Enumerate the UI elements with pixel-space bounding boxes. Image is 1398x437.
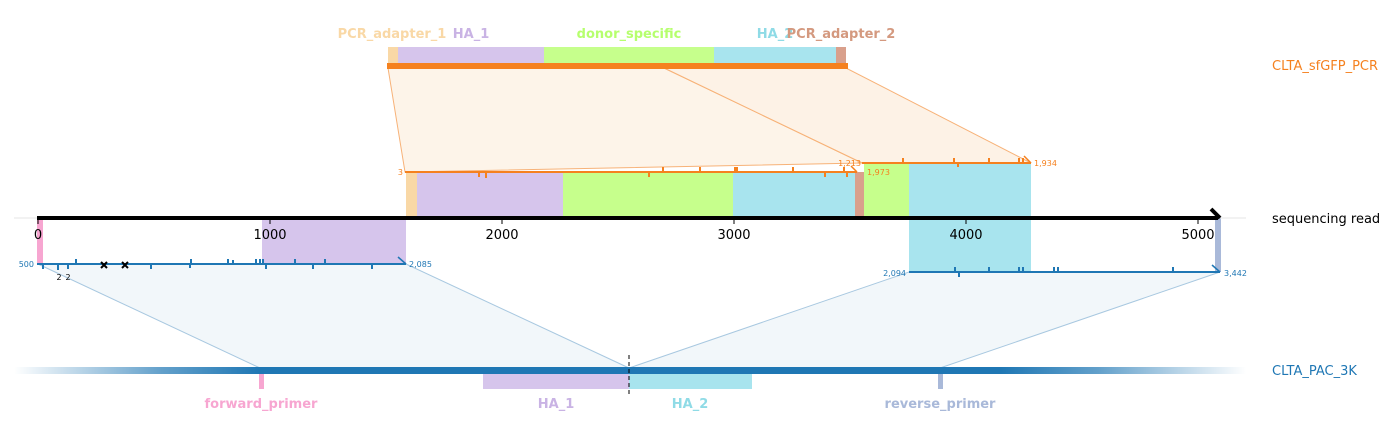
genome-to-read-connector-1 [37,263,630,369]
read-feature-pcr-adapter-1 [406,172,417,218]
read-feature-pcr-adapter-2 [855,172,864,218]
genome-small-label: 2 [56,273,61,282]
pcr-alignment-segment-1-arrow [850,165,858,173]
read-feature-donor-specific [563,172,733,218]
genome-reference-bar [14,367,1246,374]
read-feature-ha-2-a [733,172,855,218]
read-axis-tick-label: 1000 [253,228,286,243]
reference-label-read: sequencing read [1272,212,1380,227]
read-axis-tick-label: 0 [34,228,42,243]
genome-alignment-segment-2-arrow [1211,264,1221,273]
read-axis-tick-label: 3000 [717,228,750,243]
pcr-alignment-segment-2-arrow [1023,155,1032,164]
genome-to-read-connector-2 [628,271,1221,369]
bottom-feature-label-forward-primer: forward_primer [205,397,319,412]
reference-label-genome: CLTA_PAC_3K [1272,364,1357,379]
top-feature-label-pcr-adapter-2: PCR_adapter_2 [787,27,896,42]
bottom-feature-label-ha-2: HA_2 [672,397,709,412]
genome-seg2-start-label: 2,094 [883,269,906,278]
genome-alignment-segment-1-arrow [397,256,407,265]
genome-feature-forward-primer [259,374,264,389]
pcr-seg1-end-label: 1,973 [867,168,890,177]
pcr-reference-bar [387,63,848,69]
genome-alignment-ticks [42,259,1174,277]
pcr-feature-block-ha-2 [714,47,836,63]
read-feature-ha-1 [417,172,563,218]
pcr-seg2-end-label: 1,934 [1034,159,1057,168]
deletion-mark-icon [100,261,108,269]
read-axis-ticks [37,218,1199,224]
deletion-mark-icon [121,261,129,269]
pcr-feature-block-ha-1 [398,47,544,63]
genome-feature-reverse-primer [938,374,943,389]
pcr-feature-block-pcr-adapter-2 [836,47,846,63]
genome-seg1-start-label: 500 [19,260,34,269]
pcr-feature-block-pcr-adapter-1 [388,47,398,63]
bottom-feature-label-ha-1: HA_1 [538,397,575,412]
bottom-feature-label-reverse-primer: reverse_primer [885,397,997,412]
pcr-seg1-start-label: 3 [398,168,403,177]
genome-seg2-end-label: 3,442 [1224,269,1247,278]
top-feature-label-ha-1: HA_1 [453,27,490,42]
top-feature-label-pcr-adapter-1: PCR_adapter_1 [338,27,447,42]
genome-feature-ha-2 [629,374,752,389]
pcr-seg2-start-label: 1,213 [838,159,861,168]
read-axis-tick-label: 2000 [485,228,518,243]
read-feature-donor-specific-b [864,163,909,218]
read-axis-arrow [1209,207,1222,220]
read-feature-ha-1-genome [262,218,406,264]
read-feature-forward-primer [37,218,43,264]
genome-feature-ha-1 [483,374,629,389]
genome-small-label: 2 [65,273,70,282]
genome-seg1-end-label: 2,085 [409,260,432,269]
reference-label-pcr: CLTA_sfGFP_PCR [1272,59,1378,74]
read-feature-reverse-primer [1215,218,1221,272]
read-axis-tick-label: 5000 [1181,228,1214,243]
top-feature-label-donor-specific: donor_specific [577,27,682,42]
pcr-feature-block-donor-specific [544,47,714,63]
read-axis-tick-label: 4000 [949,228,982,243]
pcr-alignment-ticks [478,158,1024,178]
top-feature-label-ha-2: HA_2 [757,27,794,42]
